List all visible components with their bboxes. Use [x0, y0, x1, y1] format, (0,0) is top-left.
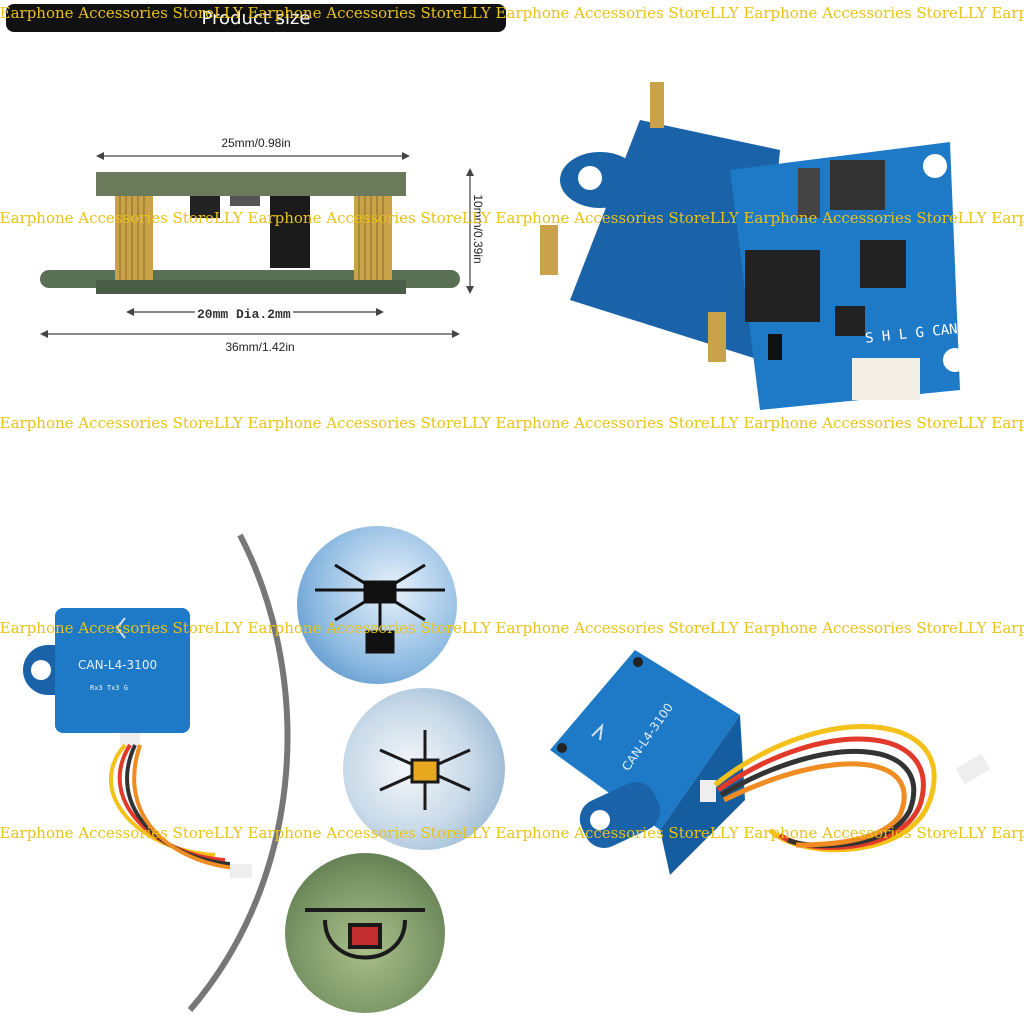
curved-divider — [187, 533, 291, 1012]
hole-spacing-label: 20mm Dia.2mm — [195, 303, 293, 322]
drone-photo-1 — [297, 526, 457, 684]
board-photo-bottom-left — [23, 608, 252, 878]
watermark-text-1d: LLY Earphone Accessories Store — [709, 4, 958, 22]
hole-spacing-text: 20mm Dia.2mm — [195, 307, 293, 322]
board-photo-bottom-right — [550, 650, 991, 875]
drone-3-icon — [305, 908, 425, 960]
dimension-diagram — [40, 152, 474, 338]
header-bar — [6, 4, 506, 32]
header-title: Product size — [201, 8, 311, 29]
watermark-text-3b: LLY Earphone Accessories Store — [213, 414, 462, 432]
drone-1-icon — [315, 563, 445, 654]
drone-2-icon — [379, 730, 471, 810]
height-label: 10mm/0.39in — [471, 194, 485, 264]
model-label-left: CAN-L4-3100 — [78, 658, 158, 672]
board-label-left-1: Rx3 Tx3 G — [90, 684, 128, 692]
board-photo-top — [540, 82, 967, 410]
watermark-text-3a: LLY Earphone Accessories Store — [0, 414, 214, 432]
watermark-text-4c: LLY Earphone Accessories Store — [461, 619, 710, 637]
total-width-label: 36mm/1.42in — [225, 340, 295, 354]
watermark-text-4e: LLY Earphone Accessories Store — [957, 619, 1024, 637]
watermark-text-1e: LLY Earphone Accessories Store — [957, 4, 1024, 22]
top-width-label: 25mm/0.98in — [221, 136, 291, 150]
watermark-text-4d: LLY Earphone Accessories Store — [709, 619, 958, 637]
